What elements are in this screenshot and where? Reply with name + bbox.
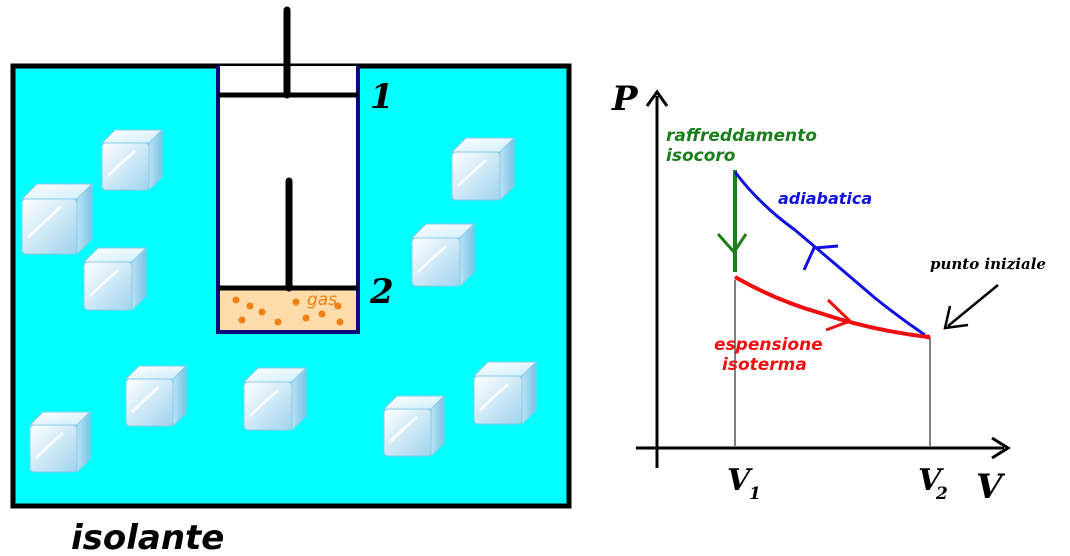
ice-cube	[450, 136, 516, 202]
isothermal-direction-arrow	[825, 298, 853, 332]
ice-cube	[82, 246, 148, 312]
svg-text:2: 2	[935, 484, 948, 504]
isochoric-label-line1: raffreddamento	[666, 126, 817, 146]
adiabatic-direction-arrow	[802, 244, 839, 271]
ice-cube	[100, 128, 164, 192]
svg-text:1: 1	[749, 484, 761, 504]
gas-particles	[232, 296, 344, 326]
ice-cubes	[20, 128, 538, 474]
ice-cube	[382, 394, 446, 458]
ice-cube	[242, 366, 308, 432]
isothermal-label-line2: isoterma	[722, 355, 807, 375]
start-point-marker	[925, 334, 931, 340]
gas-label: gas	[307, 290, 337, 310]
isothermal-label-line1: espensione	[714, 335, 823, 355]
isochoric-label-line2: isocoro	[666, 146, 736, 166]
label-position-1: 1	[370, 77, 394, 117]
gas-chamber	[218, 288, 358, 332]
x-axis-label: V	[976, 467, 1006, 507]
start-point-label: punto iniziale	[930, 255, 1046, 273]
isothermal-expansion-path	[734, 275, 929, 339]
label-position-2: 2	[369, 272, 394, 312]
y-axis-label: P	[611, 79, 639, 119]
ice-cube	[28, 410, 92, 474]
adiabatic-path	[733, 171, 926, 337]
isochoric-direction-arrow	[716, 233, 748, 255]
svg-text:V: V	[918, 463, 944, 498]
v1-label: V 1	[727, 463, 761, 504]
cylinder	[216, 6, 360, 334]
start-point-pointer-arrow	[943, 284, 999, 330]
adiabatic-label: adiabatica	[778, 189, 872, 208]
ice-cube	[124, 364, 188, 428]
insulation-caption: isolante	[71, 518, 224, 556]
pv-axes	[636, 89, 1011, 468]
ice-cube	[410, 222, 476, 288]
svg-text:V: V	[727, 463, 753, 498]
ice-cube	[472, 360, 538, 426]
isochoric-cooling-path	[716, 170, 748, 272]
ice-cube	[20, 182, 94, 256]
x-axis-arrowhead	[991, 436, 1011, 460]
y-axis-arrowhead	[645, 89, 669, 107]
v2-label: V 2	[918, 463, 948, 504]
